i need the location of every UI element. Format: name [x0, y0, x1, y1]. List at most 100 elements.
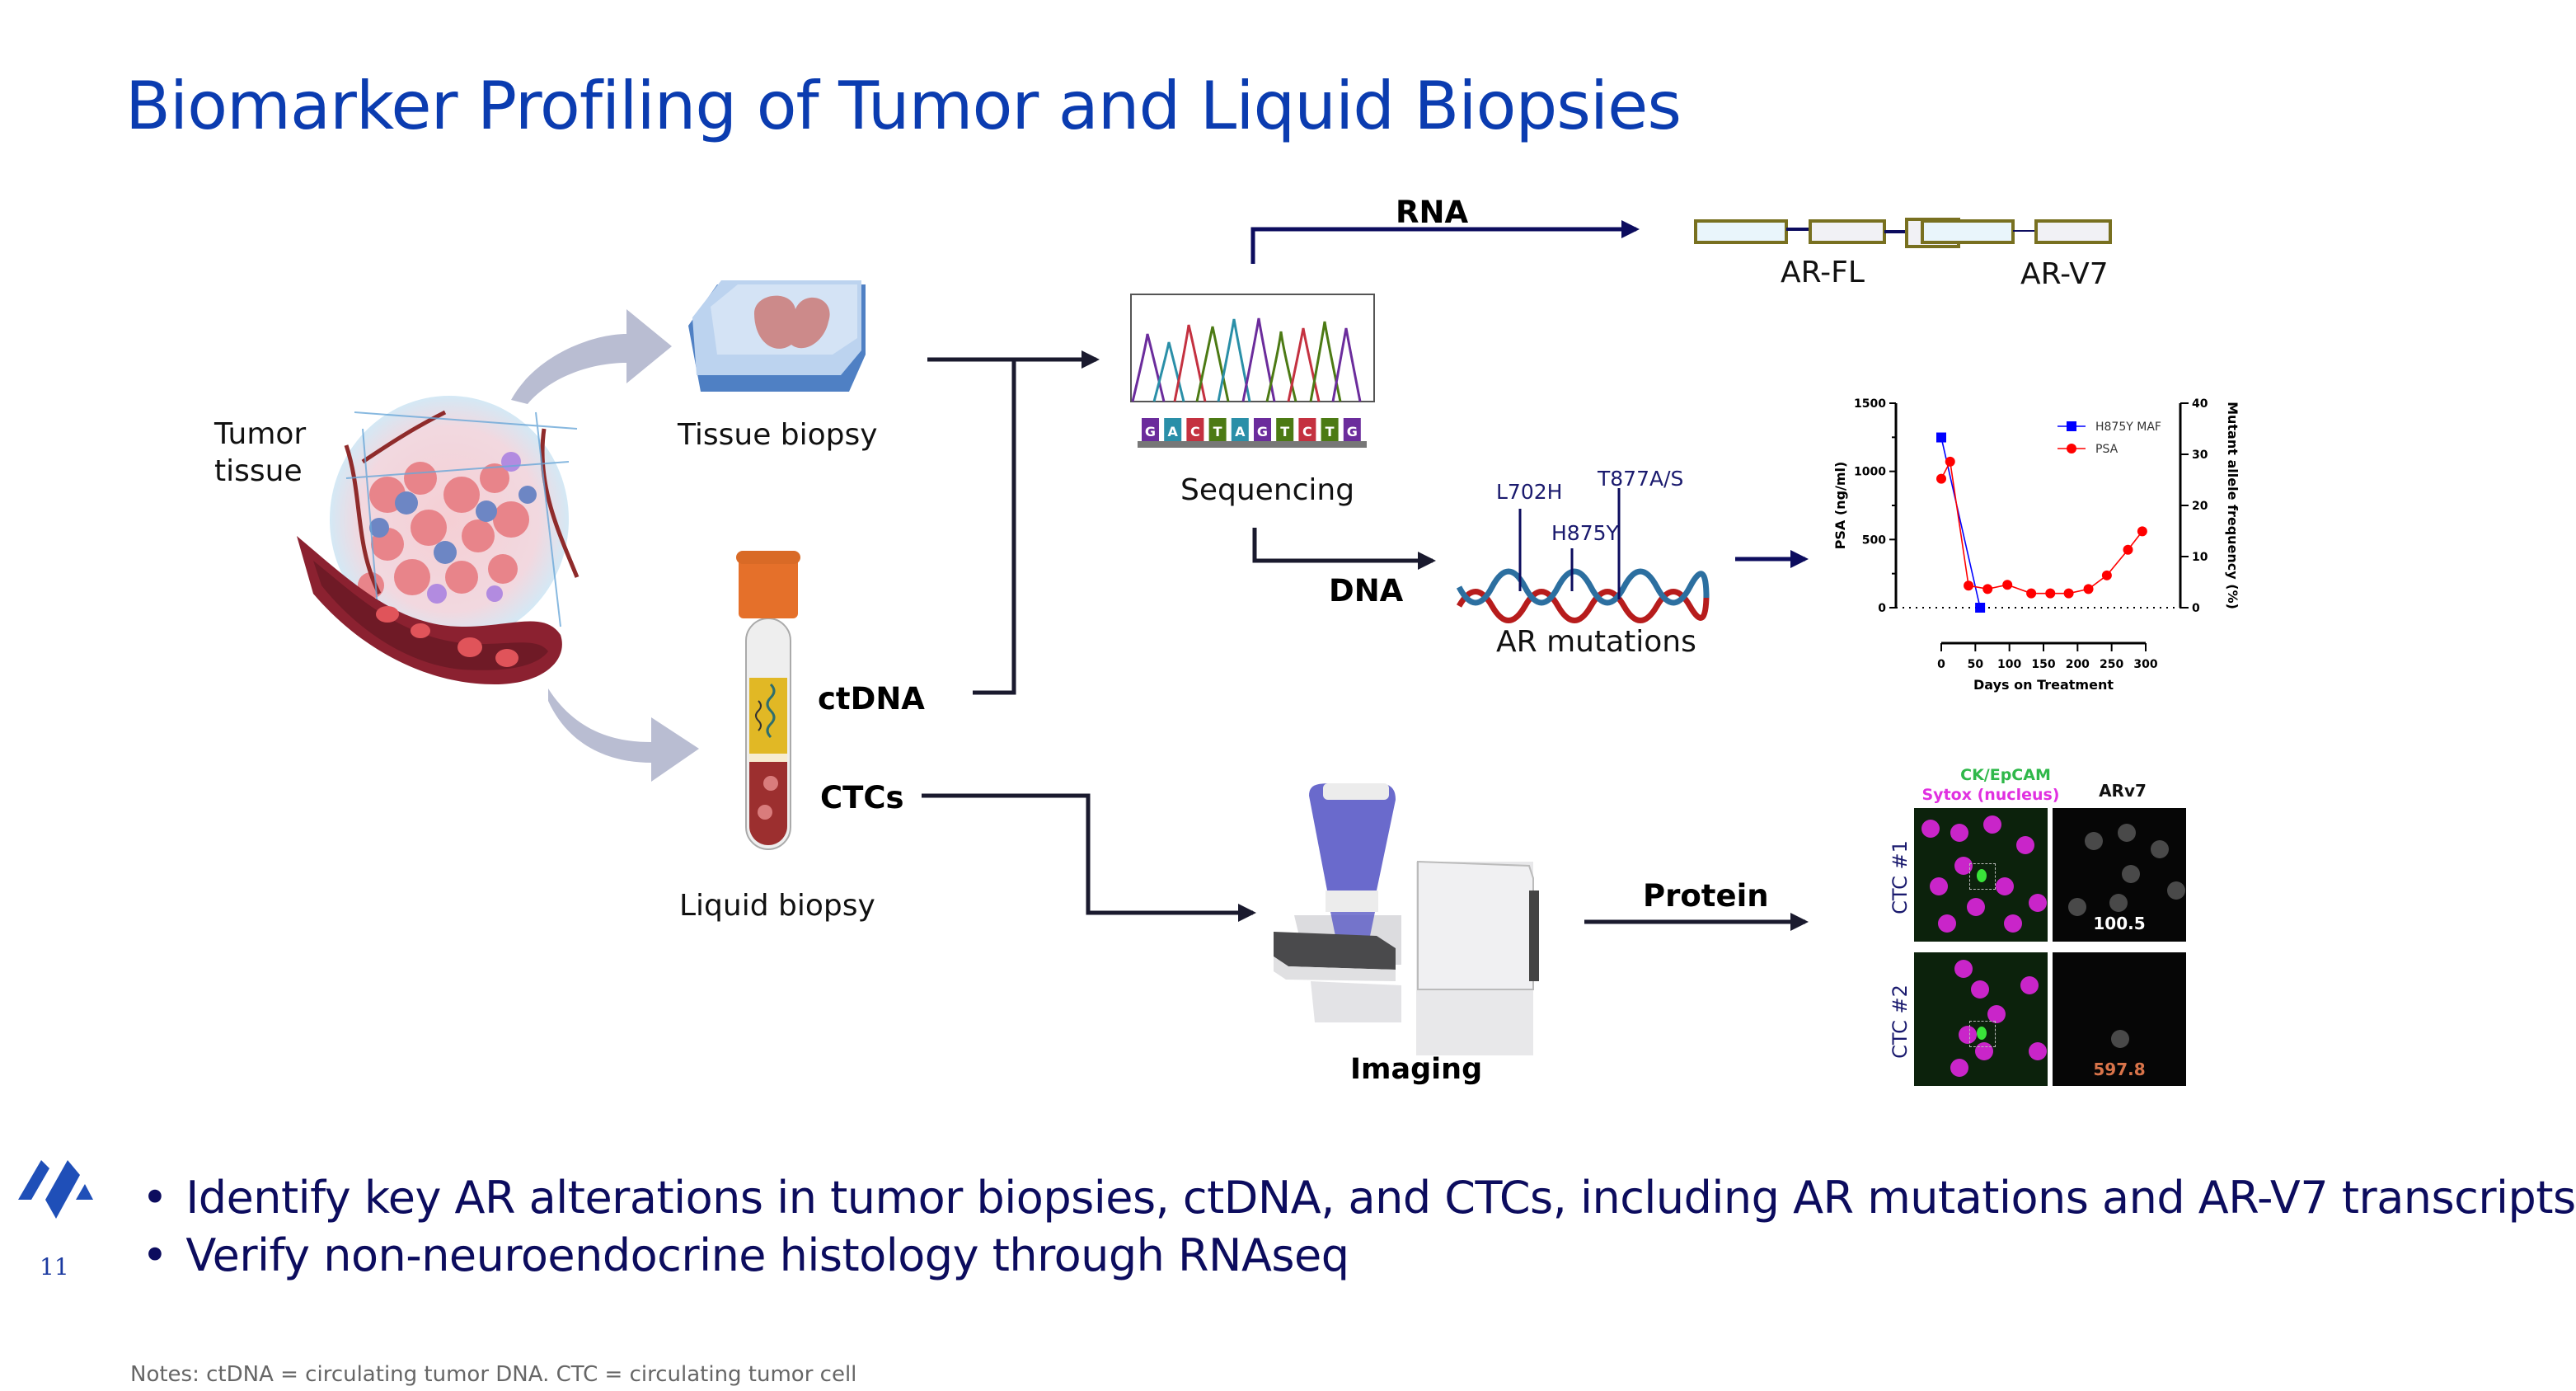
nucleus-spot [2029, 1042, 2047, 1060]
nucleus-spot [2016, 836, 2034, 854]
x-tick-label: 150 [2031, 658, 2055, 671]
roi-box [1969, 863, 1996, 890]
arv7-signal-spot [2151, 840, 2169, 858]
company-logo-icon [18, 1160, 93, 1219]
tissue-biopsy-slide-icon [688, 280, 866, 392]
nucleus-spot [1950, 824, 1968, 842]
arv7-signal-spot [2111, 1030, 2129, 1048]
nucleus-spot [2029, 894, 2047, 912]
arv7-signal-spot [2068, 898, 2086, 916]
ctc2-merge-image [1914, 952, 2048, 1086]
nucleus-spot [1921, 820, 1940, 838]
liquid-biopsy-label: Liquid biopsy [679, 889, 875, 923]
curved-arrow-to-liquid [548, 688, 699, 782]
ck-epcam-signal [1977, 869, 1987, 882]
page-number: 11 [40, 1253, 69, 1281]
data-point-psa [2083, 584, 2094, 594]
protein-label: Protein [1643, 878, 1769, 914]
ctc2-row-label: CTC #2 [1889, 985, 1912, 1059]
roi-box [1969, 1021, 1996, 1047]
arv7-column-header: ARv7 [2099, 781, 2147, 801]
base-tile-g: G [1343, 418, 1361, 441]
ar-v7-transcript [1921, 219, 2112, 244]
right-y-tick-label: 10 [2192, 551, 2208, 564]
svg-text:A: A [1235, 424, 1246, 439]
data-point-psa [2002, 580, 2013, 590]
curved-arrow-to-tissue [511, 309, 672, 404]
base-tile-a: A [1164, 418, 1182, 441]
blood-tube-icon [736, 551, 800, 850]
ctc1-row-label: CTC #1 [1889, 840, 1912, 914]
stain-label-sytox: Sytox (nucleus) [1921, 786, 2060, 804]
x-tick-label: 0 [1937, 658, 1945, 671]
left-y-tick-label: 0 [1878, 602, 1886, 615]
ctdna-label: ctDNA [818, 681, 925, 717]
data-point-psa [2063, 588, 2074, 599]
nucleus-spot [1950, 1059, 1968, 1077]
sequencing-label: Sequencing [1180, 473, 1355, 507]
left-y-tick-label: 1500 [1854, 397, 1886, 411]
base-tile-a: A [1231, 418, 1249, 441]
nucleus-spot [1967, 898, 1985, 916]
base-tile-t: T [1321, 418, 1339, 441]
arv7-signal-spot [2167, 881, 2185, 900]
imaging-instrument-icon [1274, 783, 1539, 1055]
right-y-tick-label: 20 [2192, 500, 2208, 513]
nucleus-spot [1987, 1005, 2006, 1023]
data-point-maf [1936, 432, 1946, 443]
ctc2-arv7-value: 597.8 [2093, 1060, 2146, 1079]
ctc1-arv7-image: 100.5 [2053, 808, 2186, 942]
right-y-tick-label: 0 [2192, 602, 2200, 615]
right-y-tick-label: 30 [2192, 449, 2208, 462]
ctc-image-panel: CK/EpCAM Sytox (nucleus) ARv7 100.5 597.… [1889, 763, 2226, 1109]
ck-epcam-signal [1977, 1027, 1987, 1040]
nucleus-spot [1983, 815, 2001, 834]
right-y-tick-label: 40 [2192, 397, 2208, 411]
base-tile-t: T [1208, 418, 1227, 441]
nucleus-spot [1938, 914, 1956, 933]
base-tile-c: C [1298, 418, 1316, 441]
key-points-list: Identify key AR alterations in tumor bio… [142, 1169, 2576, 1285]
arv7-signal-spot [2085, 832, 2103, 850]
data-point-psa [2026, 588, 2037, 599]
nucleus-spot [1954, 857, 1973, 875]
bullet-item: Identify key AR alterations in tumor bio… [142, 1169, 2576, 1227]
base-tile-c: C [1186, 418, 1204, 441]
ctcs-label: CTCs [820, 780, 904, 815]
ar-fl-label: AR-FL [1781, 256, 1865, 289]
mutation-label-l702h: L702H [1496, 480, 1563, 504]
mutation-label-h875y: H875Y [1551, 521, 1619, 545]
rna-arrow [1250, 220, 1640, 264]
rna-label: RNA [1396, 195, 1469, 230]
ctc1-arv7-value: 100.5 [2093, 914, 2146, 933]
x-tick-label: 300 [2133, 658, 2157, 671]
imaging-label: Imaging [1350, 1053, 1483, 1086]
nucleus-spot [1996, 877, 2014, 895]
svg-text:T: T [1280, 424, 1289, 439]
x-tick-label: 250 [2100, 658, 2123, 671]
arv7-signal-spot [2109, 894, 2128, 912]
svg-text:C: C [1302, 424, 1312, 439]
data-point-maf [1975, 603, 1986, 613]
left-y-tick-label: 1000 [1854, 466, 1886, 479]
svg-text:T: T [1326, 424, 1335, 439]
nucleus-spot [1959, 1026, 1977, 1044]
data-point-psa [2123, 544, 2133, 555]
ctc1-merge-image [1914, 808, 2048, 942]
arv7-signal-spot [2122, 865, 2140, 883]
x-tick-label: 200 [2066, 658, 2090, 671]
data-point-psa [2101, 570, 2112, 580]
series-line-psa [1940, 459, 2143, 594]
data-point-psa [1982, 584, 1993, 594]
base-tile-t: T [1276, 418, 1294, 441]
data-point-psa [1936, 473, 1946, 484]
svg-text:C: C [1190, 424, 1200, 439]
nucleus-spot [2004, 914, 2022, 933]
ctc2-arv7-image: 597.8 [2053, 952, 2186, 1086]
nucleus-spot [1930, 877, 1948, 895]
svg-text:G: G [1257, 424, 1268, 439]
svg-text:A: A [1168, 424, 1179, 439]
